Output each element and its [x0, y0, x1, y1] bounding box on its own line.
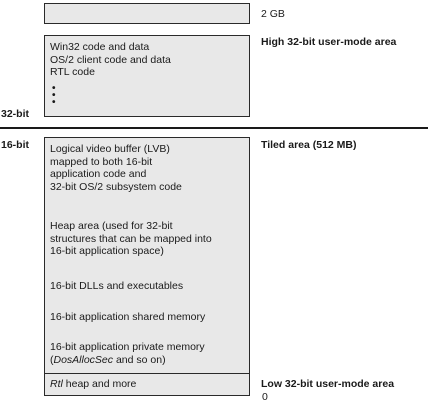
- 32bit-label: 32-bit: [1, 108, 30, 120]
- bottom-boundary-label: 0: [262, 391, 268, 403]
- private-memory-line1: 16-bit application private memory: [50, 341, 205, 353]
- private-open-paren: (: [50, 353, 54, 366]
- low-user-mode-box: Rtl heap and more: [44, 373, 250, 396]
- heap-text: Heap area (used for 32-bit structures th…: [50, 220, 212, 258]
- rtl-heap-rest: heap and more: [62, 378, 137, 390]
- tiled-area-box: Logical video buffer (LVB) mapped to bot…: [44, 137, 250, 374]
- shared-memory-text: 16-bit application shared memory: [50, 311, 206, 323]
- continuation-dots: • • •: [52, 83, 56, 108]
- dlls-text: 16-bit DLLs and executables: [50, 280, 184, 292]
- high-user-mode-box: Win32 code and data OS/2 client code and…: [44, 35, 250, 117]
- low-area-label: Low 32-bit user-mode area: [261, 378, 395, 390]
- high-area-label: High 32-bit user-mode area: [261, 36, 397, 48]
- rtl-italic-text: Rtl: [50, 378, 63, 390]
- private-memory-rest: and so on): [113, 353, 166, 366]
- top-memory-box: [44, 3, 250, 24]
- 16bit-label: 16-bit: [1, 139, 30, 151]
- dosallocsec-text: DosAllocSec: [53, 353, 114, 366]
- lvb-text: Logical video buffer (LVB) mapped to bot…: [50, 143, 182, 193]
- high-area-text: Win32 code and data OS/2 client code and…: [50, 41, 171, 79]
- bitness-divider: [0, 127, 428, 129]
- top-boundary-label: 2 GB: [261, 8, 285, 20]
- rtl-heap-text: Rtl heap and more: [50, 378, 245, 391]
- tiled-area-label: Tiled area (512 MB): [261, 139, 357, 151]
- private-memory-text: 16-bit application private memory (DosAl…: [50, 341, 245, 366]
